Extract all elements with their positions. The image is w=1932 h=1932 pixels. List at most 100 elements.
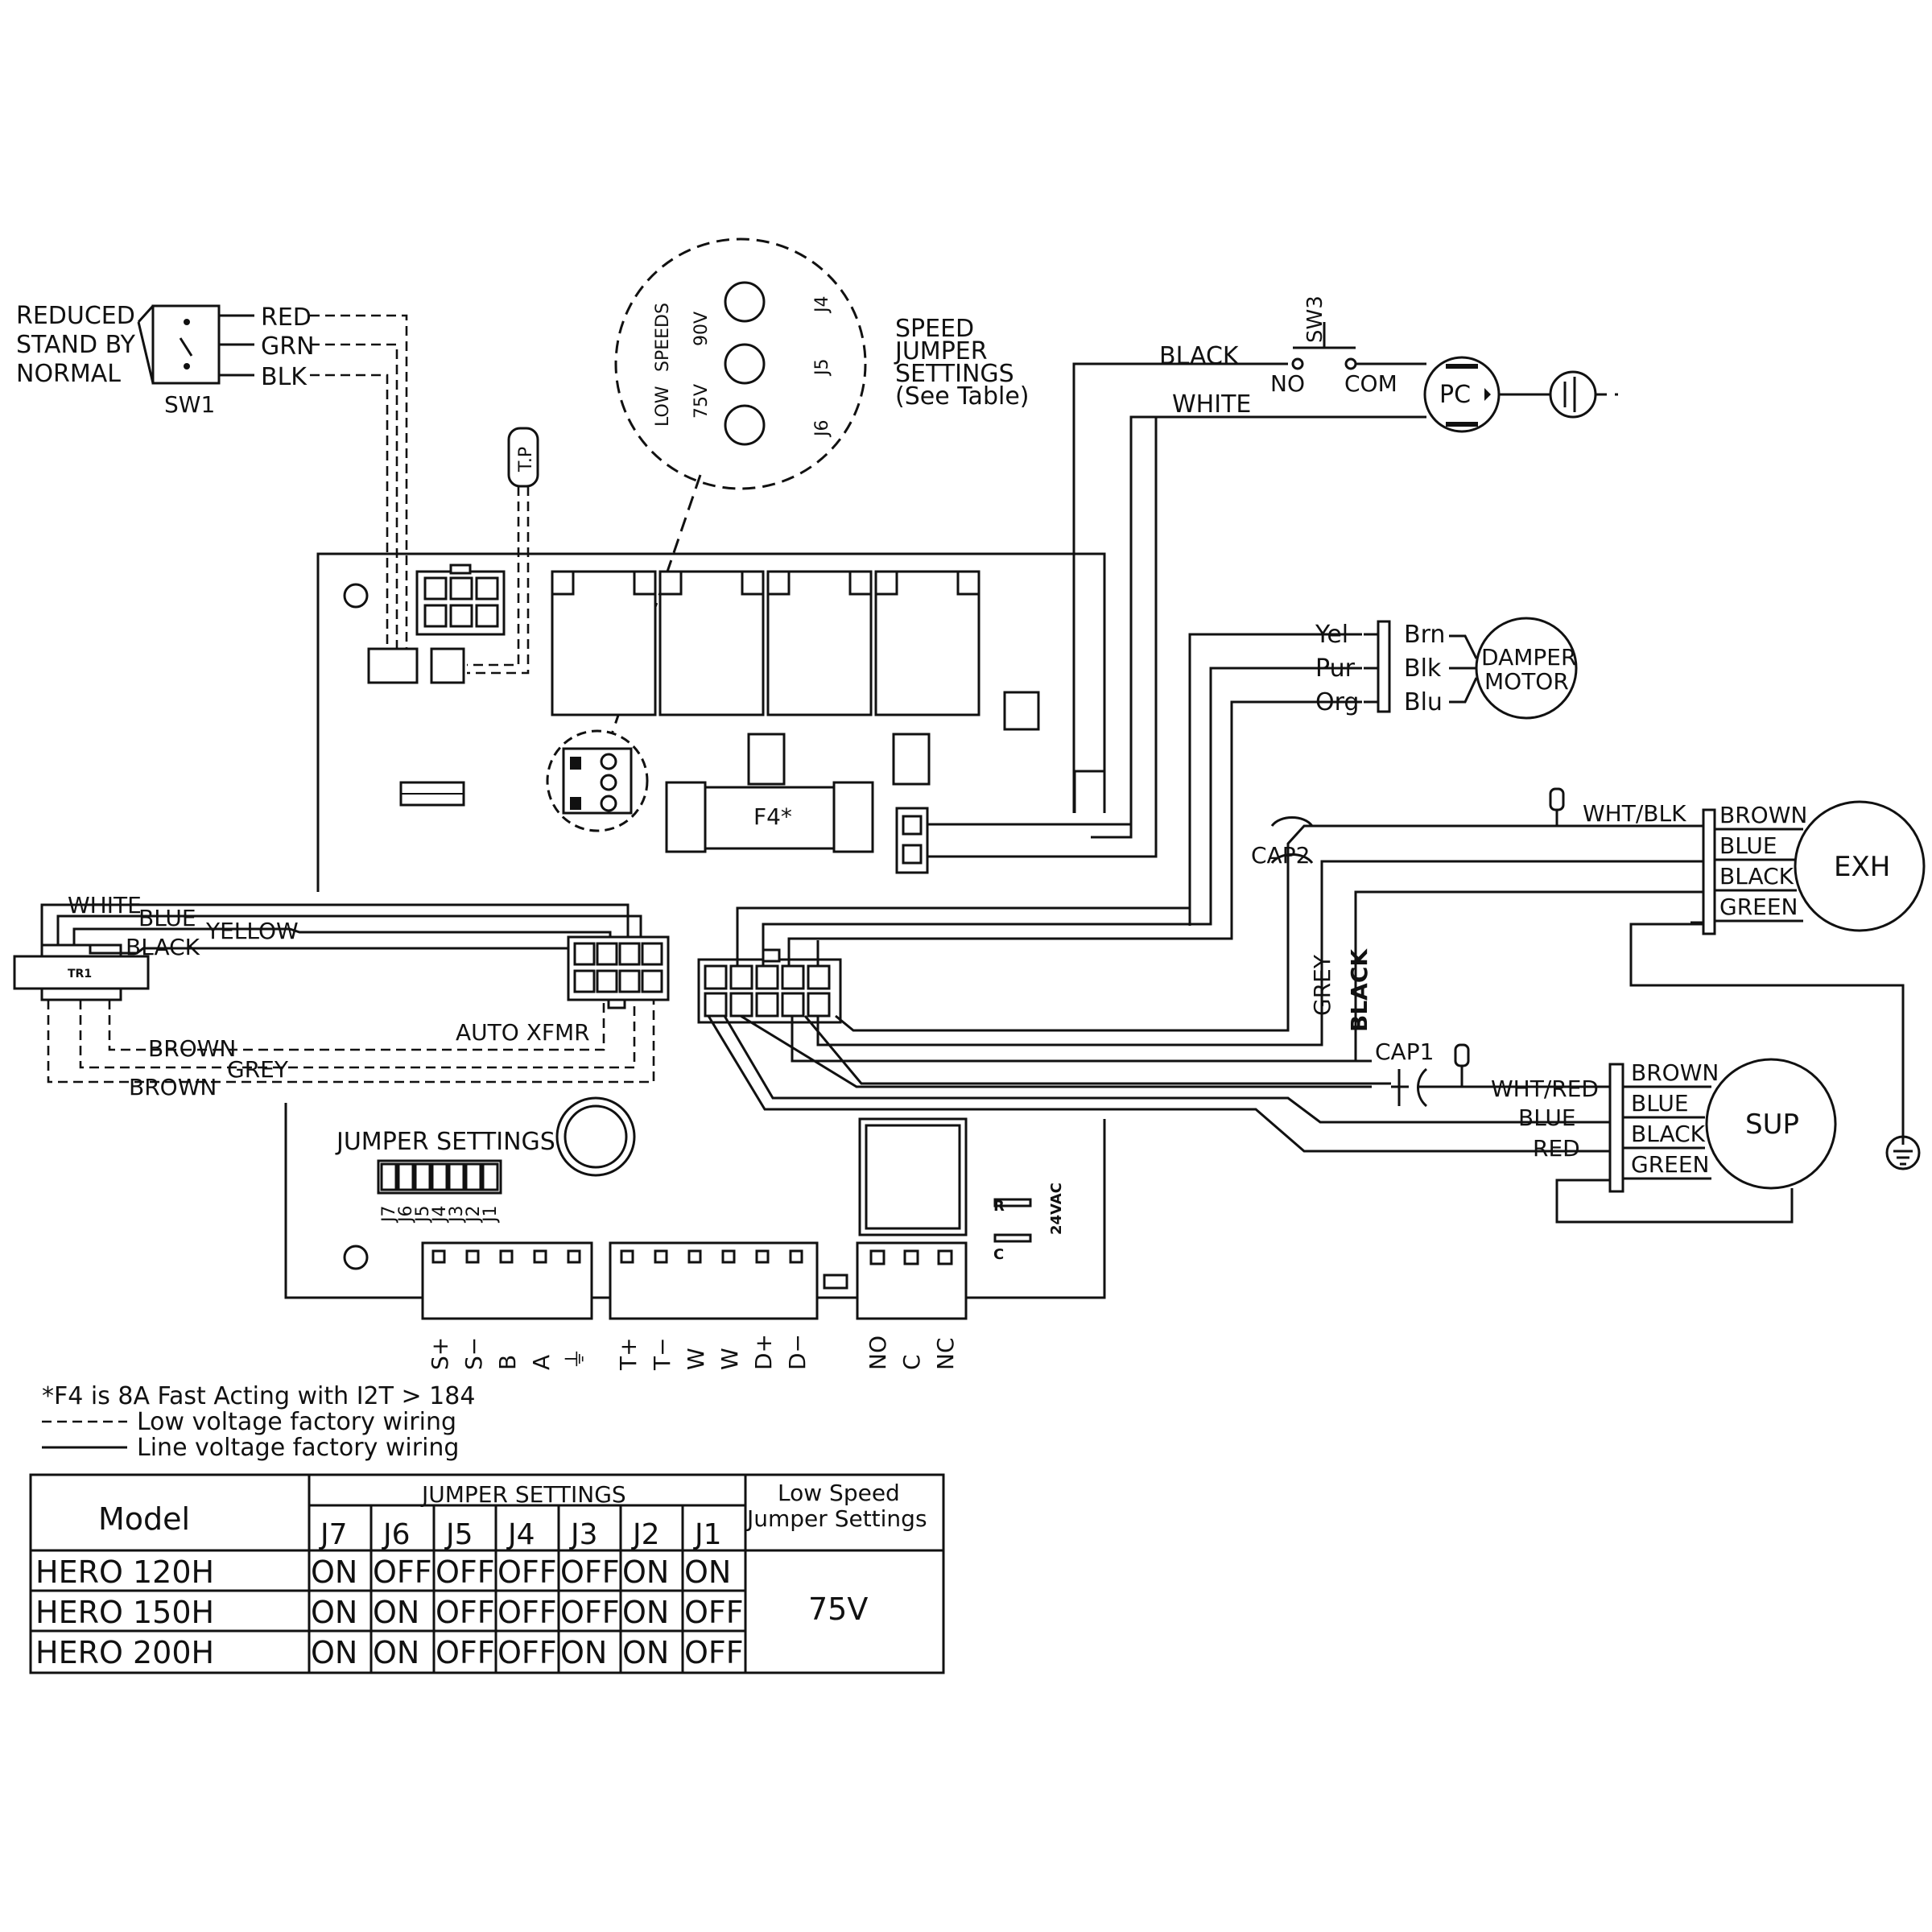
sup-blue: BLUE bbox=[1631, 1090, 1689, 1117]
jp-j3: J3 bbox=[447, 1206, 467, 1224]
term-t-minus: T− bbox=[649, 1337, 675, 1371]
speed-j5: J5 bbox=[812, 359, 832, 378]
term-a: A bbox=[528, 1355, 555, 1370]
pc-black: BLACK bbox=[1159, 342, 1240, 370]
relay-24vac: 24VAC bbox=[1048, 1183, 1065, 1235]
exh-blue: BLUE bbox=[1719, 832, 1777, 859]
xfmr-grey: GREY bbox=[227, 1056, 289, 1083]
exh-motor: CAP2 WHT/BLK BROWN BLUE BLACK GREEN EXH … bbox=[1251, 787, 1926, 1170]
term-w1: W bbox=[683, 1348, 709, 1370]
sw1-reduced: REDUCED bbox=[16, 302, 135, 330]
note-low-voltage: Low voltage factory wiring bbox=[137, 1408, 456, 1436]
xfmr-black: BLACK bbox=[126, 934, 200, 960]
sup-green: GREEN bbox=[1631, 1151, 1709, 1178]
row3-j7: ON bbox=[311, 1635, 357, 1670]
row3-j5: OFF bbox=[436, 1635, 495, 1670]
row3-model: HERO 200H bbox=[35, 1635, 214, 1670]
jp-j1: J1 bbox=[481, 1206, 501, 1224]
damper-motor-2: MOTOR bbox=[1484, 668, 1569, 695]
damper-blu: Blu bbox=[1404, 688, 1443, 716]
row2-j4: OFF bbox=[497, 1595, 557, 1630]
row3-j3: ON bbox=[560, 1635, 607, 1670]
sw1-switch: REDUCED STAND BY NORMAL SW1 RED GRN BLK bbox=[16, 302, 315, 418]
sup-brown: BROWN bbox=[1631, 1059, 1719, 1086]
table-jumper-header: JUMPER SETTINGS bbox=[420, 1481, 626, 1508]
sup-red-wire: RED bbox=[1533, 1135, 1580, 1162]
term-w2: W bbox=[716, 1348, 743, 1370]
speed-jumper-detail: LOW SPEEDS 75V 90V J4 J5 J6 bbox=[610, 237, 867, 735]
pc-label: PC bbox=[1439, 381, 1471, 409]
tp-sensor: T.P bbox=[467, 427, 539, 675]
speed-j4: J4 bbox=[812, 296, 832, 315]
damper-org: Org bbox=[1315, 688, 1359, 716]
term-t-plus: T+ bbox=[615, 1337, 642, 1371]
xfmr-yellow: YELLOW bbox=[205, 918, 299, 944]
xfmr-blue: BLUE bbox=[138, 905, 196, 931]
speed-90v: 90V bbox=[691, 312, 712, 346]
sw1-red: RED bbox=[261, 303, 312, 332]
pc-white: WHITE bbox=[1172, 390, 1251, 419]
jp-j4: J4 bbox=[430, 1206, 450, 1224]
speed-label-3: SETTINGS bbox=[895, 360, 1014, 388]
row1-j2: ON bbox=[622, 1554, 669, 1590]
jp-j6: J6 bbox=[396, 1206, 416, 1224]
sw3-label: SW3 bbox=[1303, 295, 1327, 343]
sup-black: BLACK bbox=[1631, 1121, 1706, 1147]
exh-green: GREEN bbox=[1719, 894, 1798, 920]
row2-j6: ON bbox=[373, 1595, 419, 1630]
row2-j3: OFF bbox=[560, 1595, 620, 1630]
tr1-label: TR1 bbox=[68, 968, 92, 980]
row1-j7: ON bbox=[311, 1554, 357, 1590]
row1-j5: OFF bbox=[436, 1554, 495, 1590]
sup-wht-red: WHT/RED bbox=[1491, 1075, 1599, 1102]
row3-j4: OFF bbox=[497, 1635, 557, 1670]
xfmr-white: WHITE bbox=[68, 892, 142, 919]
sw3-com: COM bbox=[1344, 370, 1397, 397]
speed-j6: J6 bbox=[812, 420, 832, 439]
note-fuse: *F4 is 8A Fast Acting with I2T > 184 bbox=[42, 1382, 475, 1410]
cap2-label: CAP2 bbox=[1251, 842, 1310, 869]
tp-label: T.P bbox=[516, 447, 536, 473]
col-j5: J5 bbox=[444, 1518, 473, 1551]
note-line-voltage: Line voltage factory wiring bbox=[137, 1434, 459, 1462]
term-c: C bbox=[898, 1354, 925, 1370]
speed-label-1: SPEED bbox=[895, 315, 974, 343]
speed-speeds: SPEEDS bbox=[653, 303, 673, 372]
speed-label-2: JUMPER bbox=[894, 337, 988, 365]
lower-board: JUMPER SETTINGS J7 J6 J5 J4 J3 J2 J1 R C… bbox=[335, 1096, 1065, 1371]
damper-blk: Blk bbox=[1404, 654, 1442, 683]
col-j1: J1 bbox=[693, 1518, 722, 1551]
relay-r: R bbox=[993, 1198, 1005, 1215]
sup-name: SUP bbox=[1745, 1108, 1799, 1141]
sw1-name: SW1 bbox=[164, 391, 215, 418]
damper-pur: Pur bbox=[1315, 654, 1356, 683]
fuse-label: F4* bbox=[753, 803, 792, 830]
transformer: TR1 WHITE BLUE YELLOW BLACK AUTO XFMR BR… bbox=[13, 892, 670, 1100]
sup-motor: CAP1 WHT/RED BLUE RED BROWN BLUE BLACK G… bbox=[1356, 1038, 1837, 1224]
cap1-label: CAP1 bbox=[1375, 1038, 1434, 1065]
row1-j1: ON bbox=[684, 1554, 731, 1590]
table-lowspeed-1: Low Speed bbox=[778, 1480, 900, 1506]
jp-j7: J7 bbox=[379, 1206, 399, 1224]
row1-j3: OFF bbox=[560, 1554, 620, 1590]
jp-j5: J5 bbox=[413, 1206, 433, 1224]
term-nc: NC bbox=[932, 1338, 959, 1371]
row3-j2: ON bbox=[622, 1635, 669, 1670]
row1-j6: OFF bbox=[373, 1554, 432, 1590]
exh-black: BLACK bbox=[1719, 863, 1794, 890]
sw1-normal: NORMAL bbox=[16, 360, 121, 388]
sw3-no: NO bbox=[1270, 370, 1305, 397]
xfmr-brown-2: BROWN bbox=[129, 1074, 217, 1100]
term-d-minus: D− bbox=[784, 1334, 811, 1370]
row3-j1: OFF bbox=[684, 1635, 744, 1670]
sw1-grn: GRN bbox=[261, 332, 315, 361]
table-model-header: Model bbox=[98, 1501, 190, 1537]
row3-j6: ON bbox=[373, 1635, 419, 1670]
speed-low: LOW bbox=[653, 386, 673, 427]
sw1-dashed-wires bbox=[310, 314, 408, 668]
row1-model: HERO 120H bbox=[35, 1554, 214, 1590]
col-j6: J6 bbox=[382, 1518, 411, 1551]
jumper-table: Model JUMPER SETTINGS Low Speed Jumper S… bbox=[29, 1473, 945, 1674]
